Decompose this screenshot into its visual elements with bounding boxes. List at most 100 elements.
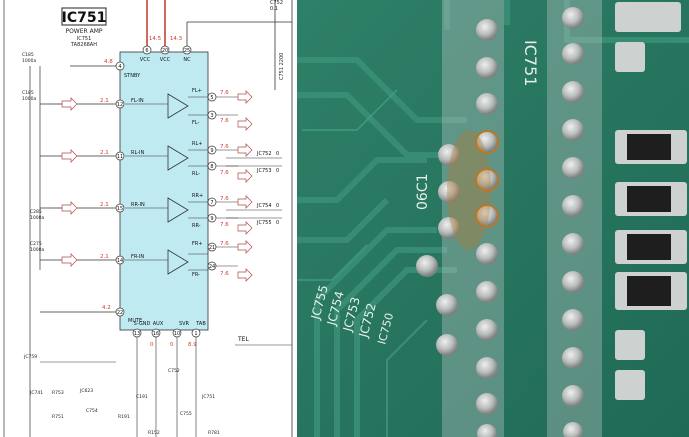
svg-text:9: 9: [210, 148, 213, 154]
svg-text:JC751: JC751: [201, 394, 215, 400]
output-fl-minus: FL- 3 7.6: [192, 110, 253, 131]
svg-text:RL-IN: RL-IN: [131, 150, 144, 156]
svg-text:JC752: JC752: [256, 151, 272, 157]
svg-text:C191: C191: [136, 394, 148, 400]
cap-top-right-value: 0.1: [270, 6, 278, 12]
burn-mark: [447, 130, 491, 250]
ic-part-number: TA8268AH: [70, 42, 97, 48]
svg-text:C275: C275: [30, 241, 42, 247]
svg-text:14.3: 14.3: [170, 36, 183, 42]
ic-ref-label: IC751: [62, 10, 107, 26]
ic-top-pins: 6 20 25 VCC VCC NC 14.5 14.3: [140, 36, 192, 63]
svg-text:1000a: 1000a: [30, 247, 44, 253]
svg-text:5: 5: [210, 95, 213, 101]
svg-text:12: 12: [117, 102, 123, 108]
pcb-photo-svg: IC751 06C1 JC755 JC754 JC753 JC752 IC750: [297, 0, 689, 437]
cap-top-right: C752: [270, 0, 283, 6]
svg-text:7: 7: [210, 200, 213, 206]
schematic-panel: IC751 POWER AMP IC751 TA8268AH C752 0.1 …: [0, 0, 297, 437]
left-cap-value: 1000a: [22, 58, 36, 64]
svg-text:R753: R753: [52, 390, 64, 396]
svg-text:0: 0: [150, 342, 154, 348]
svg-text:1000a: 1000a: [30, 215, 44, 221]
input-fr: C275 1000a 14 2.1 FR-IN: [30, 241, 144, 267]
svg-text:SVR: SVR: [179, 321, 190, 327]
svg-text:4.2: 4.2: [102, 305, 111, 311]
svg-text:7.6: 7.6: [220, 196, 229, 202]
svg-text:FR+: FR+: [192, 241, 203, 247]
svg-text:4: 4: [118, 64, 121, 70]
side-cap-text: C751 2200: [279, 53, 285, 80]
ic-ref-box: [61, 7, 107, 26]
svg-text:R191: R191: [118, 414, 130, 420]
svg-text:C755: C755: [180, 411, 192, 417]
left-cap-ref: C185: [22, 52, 34, 58]
svg-text:FR-: FR-: [192, 272, 200, 278]
svg-text:NC: NC: [183, 57, 191, 63]
svg-text:3: 3: [210, 113, 213, 119]
svg-text:S-GND: S-GND: [134, 321, 151, 327]
ic-ref-small: IC751: [77, 36, 92, 42]
svg-text:JC755: JC755: [256, 220, 272, 226]
ic-body: [119, 51, 209, 331]
svg-text:22: 22: [117, 310, 123, 316]
output-rr-plus: RR+ 7 7.6: [192, 193, 253, 209]
svg-text:21: 21: [209, 245, 215, 251]
svg-text:24: 24: [209, 264, 215, 270]
svg-text:0: 0: [170, 342, 174, 348]
pad-column-right: [562, 7, 584, 437]
svg-text:RR-IN: RR-IN: [131, 202, 145, 208]
svg-text:RR-: RR-: [192, 223, 201, 229]
svg-text:R781: R781: [208, 430, 220, 436]
stby-pin: 4 STNBY 4.8: [70, 59, 141, 79]
svg-text:1000a: 1000a: [22, 96, 36, 102]
ic-function: POWER AMP: [65, 28, 102, 35]
svg-text:2.1: 2.1: [100, 150, 109, 156]
svg-text:2.1: 2.1: [100, 202, 109, 208]
svg-text:R751: R751: [52, 414, 64, 420]
svg-text:11: 11: [117, 154, 123, 160]
svg-text:7.6: 7.6: [220, 118, 229, 124]
svg-text:AUX: AUX: [153, 321, 164, 327]
svg-text:0: 0: [276, 203, 279, 209]
svg-text:FL+: FL+: [192, 88, 202, 94]
svg-text:R152: R152: [148, 430, 160, 436]
svg-text:FR-IN: FR-IN: [131, 254, 144, 260]
svg-text:25: 25: [184, 48, 190, 54]
smd-components: [615, 2, 687, 400]
svg-text:9: 9: [210, 216, 213, 222]
svg-text:7.6: 7.6: [220, 170, 229, 176]
svg-text:FL-IN: FL-IN: [131, 98, 144, 104]
svg-text:JC759: JC759: [23, 354, 37, 360]
svg-text:8.9: 8.9: [188, 342, 197, 348]
svg-text:JC623: JC623: [79, 388, 93, 394]
input-fl: C185 1000a 12 2.1 FL-IN: [22, 90, 144, 111]
output-fr-plus: FR+ 21 7.6: [192, 240, 253, 254]
svg-text:7.6: 7.6: [220, 144, 229, 150]
svg-text:15: 15: [117, 206, 123, 212]
svg-text:6: 6: [145, 48, 148, 54]
svg-text:2.1: 2.1: [100, 98, 109, 104]
input-rr: C285 1000a 15 2.1 RR-IN: [30, 201, 145, 221]
svg-text:1: 1: [194, 331, 197, 337]
output-rl-minus: RL- 8 7.6: [192, 161, 253, 183]
svg-text:20: 20: [162, 48, 168, 54]
amp-fr: [125, 249, 208, 275]
svg-text:VCC: VCC: [160, 57, 171, 63]
svg-text:C285: C285: [30, 209, 42, 215]
svg-text:4.8: 4.8: [104, 59, 113, 65]
output-fr-minus: FR- 24 7.6: [192, 261, 253, 282]
svg-text:8: 8: [210, 164, 213, 170]
svg-text:VCC: VCC: [140, 57, 151, 63]
svg-text:7.6: 7.6: [220, 271, 229, 277]
pcb-photo: IC751 06C1 JC755 JC754 JC753 JC752 IC750: [297, 0, 689, 437]
svg-text:0: 0: [276, 220, 279, 226]
silk-ic751: IC751: [521, 40, 540, 86]
pad-column-offset: [416, 144, 460, 356]
svg-text:JC754: JC754: [256, 203, 272, 209]
amp-fl: [125, 93, 208, 119]
svg-text:14: 14: [117, 258, 123, 264]
svg-text:RR+: RR+: [192, 193, 203, 199]
output-fl-plus: FL+ 5 7.6: [192, 88, 253, 104]
svg-text:16: 16: [153, 331, 159, 337]
